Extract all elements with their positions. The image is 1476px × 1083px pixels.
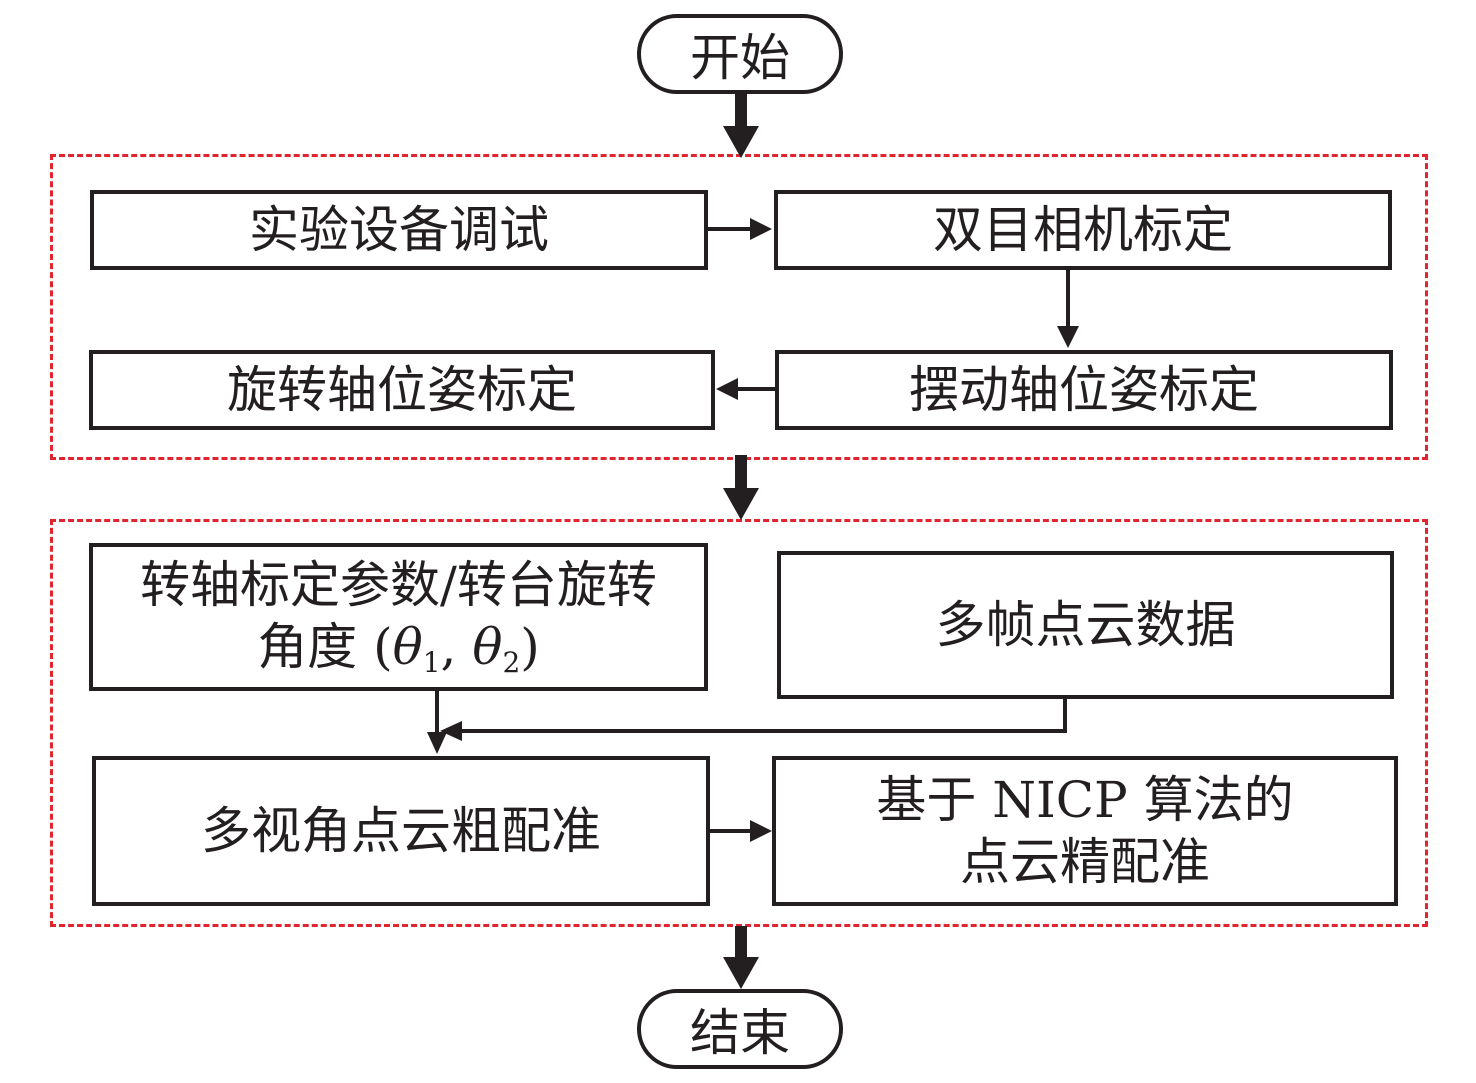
step-label: 双目相机标定 xyxy=(933,200,1233,259)
step-coarse-registration: 多视角点云粗配准 xyxy=(92,756,710,906)
arrowhead-start xyxy=(723,126,759,158)
fine-line1: 基于 NICP 算法的 xyxy=(876,770,1294,829)
step-label: 多视角点云粗配准 xyxy=(201,801,601,860)
step-multiframe-pointcloud: 多帧点云数据 xyxy=(777,551,1394,699)
step-label: 实验设备调试 xyxy=(249,200,549,259)
theta-2: θ xyxy=(472,618,503,677)
step-stereo-calibration: 双目相机标定 xyxy=(774,190,1392,270)
step-fine-registration-nicp: 基于 NICP 算法的 点云精配准 xyxy=(772,756,1398,906)
end-label: 结束 xyxy=(690,1004,790,1062)
arrowhead-swing xyxy=(1057,326,1079,348)
subscript-1: 1 xyxy=(422,646,441,680)
fine-line2: 点云精配准 xyxy=(960,833,1210,891)
arrowhead-stereo xyxy=(750,218,772,240)
arrowhead-merge xyxy=(440,721,462,741)
step-equipment-debug: 实验设备调试 xyxy=(90,190,708,270)
close-paren: ) xyxy=(520,618,540,677)
params-prefix: 角度 ( xyxy=(257,618,393,677)
arrow-multiframe-to-coarse xyxy=(460,699,1067,733)
arrowhead-fine xyxy=(750,820,772,842)
step-label: 多帧点云数据 xyxy=(935,595,1236,654)
arrowhead-rotate xyxy=(716,378,738,400)
theta-1: θ xyxy=(392,618,423,677)
arrowhead-group2 xyxy=(723,488,759,520)
step-axis-parameters: 转轴标定参数/转台旋转 角度 (θ1, θ2) xyxy=(89,543,708,691)
arrowhead-end xyxy=(723,957,759,989)
comma: , xyxy=(440,618,473,677)
step-rotation-axis-calibration: 旋转轴位姿标定 xyxy=(89,350,715,430)
step-label: 旋转轴位姿标定 xyxy=(227,360,577,419)
start-terminal: 开始 xyxy=(637,14,843,94)
end-terminal: 结束 xyxy=(637,989,843,1069)
step-label: 摆动轴位姿标定 xyxy=(909,360,1259,419)
params-line2: 角度 (θ1, θ2) xyxy=(257,616,540,680)
subscript-2: 2 xyxy=(502,646,521,680)
group-registration xyxy=(50,519,1428,927)
start-label: 开始 xyxy=(690,29,790,87)
step-swing-axis-calibration: 摆动轴位姿标定 xyxy=(775,350,1393,430)
params-line1: 转轴标定参数/转台旋转 xyxy=(140,555,657,614)
arrowhead-coarse-down xyxy=(427,732,447,754)
